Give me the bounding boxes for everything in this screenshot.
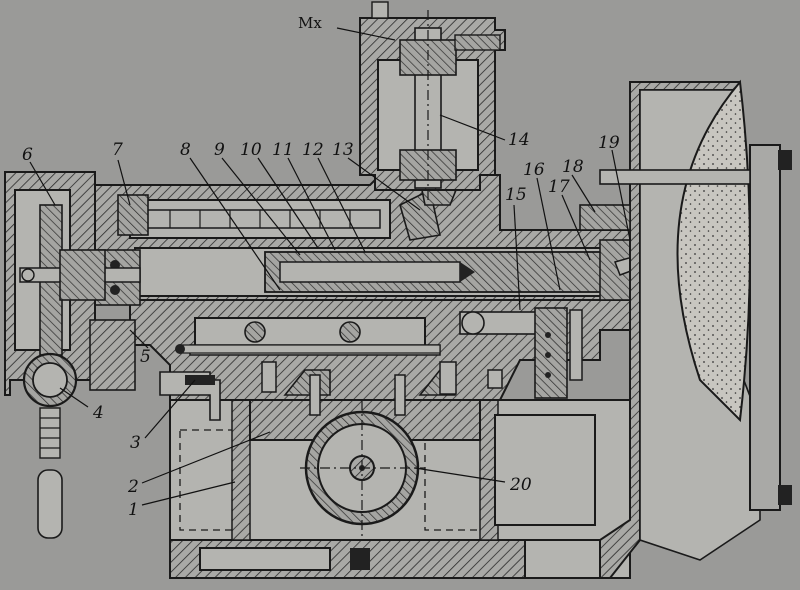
label-17: 17 xyxy=(548,177,570,197)
label-8: 8 xyxy=(180,140,191,160)
label-19: 19 xyxy=(598,133,620,153)
label-5: 5 xyxy=(140,347,151,367)
wheel-guard xyxy=(579,79,792,579)
label-20: 20 xyxy=(509,475,532,495)
label-13: 13 xyxy=(332,140,354,160)
label-1: 1 xyxy=(128,500,139,520)
motor-mx xyxy=(359,1,506,200)
label-4: 4 xyxy=(92,403,104,423)
label-14: 14 xyxy=(508,130,530,150)
label-7: 7 xyxy=(112,140,123,160)
label-6: 6 xyxy=(22,145,33,165)
carriage xyxy=(129,299,641,416)
label-2: 2 xyxy=(127,477,139,497)
label-mx: Mx xyxy=(298,14,322,32)
label-11: 11 xyxy=(272,140,294,160)
leader-lines xyxy=(29,27,631,506)
label-9: 9 xyxy=(214,140,225,160)
label-18: 18 xyxy=(562,157,584,177)
spindle-head xyxy=(89,174,657,306)
part-labels: Mx 6 7 8 9 10 11 12 13 14 15 16 17 18 19… xyxy=(22,14,620,520)
label-16: 16 xyxy=(523,160,545,180)
clamp-3 xyxy=(159,371,221,421)
label-12: 12 xyxy=(302,140,324,160)
label-10: 10 xyxy=(240,140,262,160)
label-15: 15 xyxy=(505,185,527,205)
left-end-assembly xyxy=(4,171,141,539)
label-3: 3 xyxy=(130,433,141,453)
